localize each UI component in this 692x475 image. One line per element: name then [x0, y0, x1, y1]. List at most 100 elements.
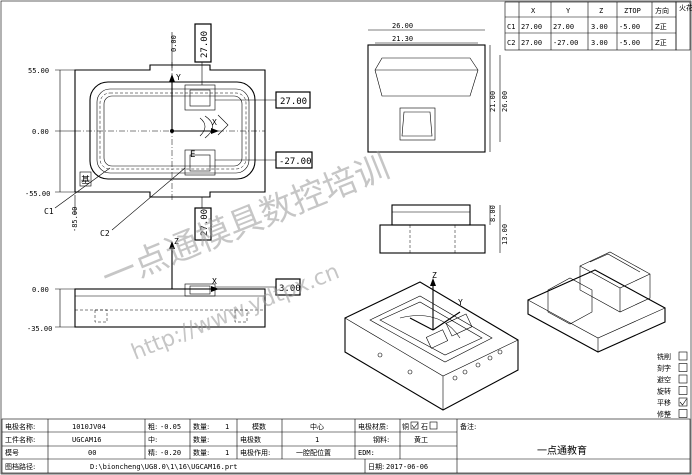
company-name: 一点通教育: [537, 444, 587, 457]
row1-ztop: -5.00: [619, 23, 640, 31]
mat-copper-checkbox[interactable]: [410, 421, 419, 430]
mat-graphite-checkbox[interactable]: [429, 421, 438, 430]
col-ztop: ZTOP: [624, 7, 641, 15]
path-label: 图档路径:: [5, 462, 35, 471]
spark-rough-label: 粗:: [148, 422, 157, 431]
callout-c1-x-text: 27.00: [200, 31, 210, 58]
callout-c2-x-text: 27.00: [200, 209, 210, 236]
row2-name: C2: [507, 39, 515, 47]
callout-c1-y: [275, 91, 311, 109]
axis-y-label: Y: [176, 73, 181, 82]
dim-x-top: 0.00: [170, 35, 178, 52]
front-axis-x: X: [212, 277, 217, 286]
process-translate-label: 平移: [657, 398, 671, 407]
col-z: Z: [599, 7, 603, 15]
callout-c1-y-text: 27.00: [280, 97, 307, 107]
title-block: 电极名称: 1010JV04 粗: -0.05 数量: 1 模数 中心 电极材质…: [1, 418, 691, 474]
electrode-count: 1: [315, 436, 319, 444]
iso-axis-y: Y: [458, 298, 463, 307]
callout-c1-x: [194, 23, 212, 63]
dim-h1: 21.00: [489, 91, 497, 112]
side-label: 火花位: [679, 3, 692, 12]
col-y: Y: [566, 7, 571, 15]
watermark-title: 一点通模具数控培训: [96, 147, 395, 299]
process-clearance-label: 避空: [657, 375, 671, 384]
row2-y: -27.00: [553, 39, 578, 47]
qty-mid-label: 数量:: [193, 435, 209, 444]
process-translate-checkbox[interactable]: [678, 397, 688, 407]
process-milling-checkbox[interactable]: [678, 351, 688, 361]
process-rotate-checkbox[interactable]: [678, 386, 688, 395]
part-name: UGCAM16: [72, 436, 102, 444]
dim-y-mid: 0.00: [32, 128, 49, 136]
process-rotate-label: 旋转: [657, 387, 671, 396]
edm-label: EDM:: [358, 449, 375, 457]
dim-y-top: 55.00: [28, 67, 49, 75]
axis-x-label: X: [212, 118, 217, 127]
callout-c2-y-text: -27.00: [279, 157, 312, 167]
qty-fine: 1: [225, 449, 229, 457]
electrode-name-label: 电极名称:: [5, 422, 35, 431]
isometric-mold-view: Z Y: [344, 271, 519, 411]
spark-fine-label: 精:: [148, 448, 157, 457]
mat-copper: 铜: [402, 422, 409, 431]
row1-dir: Z正: [655, 23, 667, 31]
dim-z-top: 0.00: [32, 286, 49, 294]
dim-x-bot: -85.00: [71, 207, 79, 232]
c1-label: C1: [44, 207, 54, 216]
qty-rough-label: 数量:: [193, 422, 209, 431]
c2-label: C2: [100, 229, 110, 238]
row1-name: C1: [507, 23, 515, 31]
process-clearance-checkbox[interactable]: [678, 374, 688, 384]
spark-mid-label: 中:: [148, 435, 157, 444]
dim-w2: 21.30: [392, 35, 413, 43]
date-value: 2017-06-06: [386, 463, 428, 471]
qty-fine-label: 数量:: [193, 448, 209, 457]
front-view: 0.00 -35.00 Z X 3.00: [27, 237, 301, 333]
notes-label: 备注:: [460, 422, 476, 431]
col-x: X: [531, 7, 536, 15]
electrode-count-label: 电极数: [240, 435, 261, 444]
mold-no: 00: [88, 449, 96, 457]
electrode-name: 1010JV04: [72, 423, 106, 431]
electrode-use-label: 电极作用:: [240, 448, 270, 457]
dim-z-bot: -35.00: [27, 325, 52, 333]
callout-z-text: 3.00: [279, 284, 301, 294]
row2-dir: Z正: [655, 39, 667, 47]
qty-rough: 1: [225, 423, 229, 431]
process-trim-checkbox[interactable]: [678, 409, 688, 418]
steel-label: 钢料:: [373, 435, 389, 444]
datum-mark: 基: [81, 174, 90, 186]
process-engraving-label: 刻字: [657, 364, 671, 373]
dim-y-bot: -55.00: [25, 190, 50, 198]
row1-y: 27.00: [553, 23, 574, 31]
row1-z: 3.00: [591, 23, 608, 31]
electrode-detail-views: 26.00 21.30 21.00 26.00 8.00 13.00: [367, 22, 509, 254]
part-name-label: 工件名称:: [5, 435, 35, 444]
electrode-use: 一腔配位置: [296, 448, 331, 457]
callout-z: [275, 278, 301, 296]
spark-rough: -0.05: [160, 423, 181, 431]
date-label: 日期:: [368, 463, 384, 471]
front-axis-z: Z: [174, 237, 179, 246]
callout-c2-x: [194, 207, 212, 241]
dim-s2: 13.00: [501, 224, 509, 245]
mold-no-label2: 模号: [5, 448, 19, 457]
file-path: D:\bioncheng\UG8.0\1\16\UGCAM16.prt: [90, 463, 238, 471]
iso-axis-z: Z: [432, 271, 437, 280]
mat-graphite: 石: [421, 423, 428, 431]
coordinate-table: X Y Z ZTOP 方向 C1 27.00 27.00 3.00 -5.00 …: [504, 1, 692, 51]
process-trim-label: 修整: [657, 410, 671, 419]
e-mark: E: [190, 150, 195, 160]
steel-value: 黄工: [414, 435, 428, 444]
row2-ztop: -5.00: [619, 39, 640, 47]
mold-position: 中心: [310, 422, 324, 431]
dim-h2: 26.00: [501, 91, 509, 112]
process-milling-label: 铣削: [657, 352, 671, 361]
dim-w1: 26.00: [392, 22, 413, 30]
process-engraving-checkbox[interactable]: [678, 363, 688, 372]
isometric-electrode-view: [527, 251, 666, 353]
